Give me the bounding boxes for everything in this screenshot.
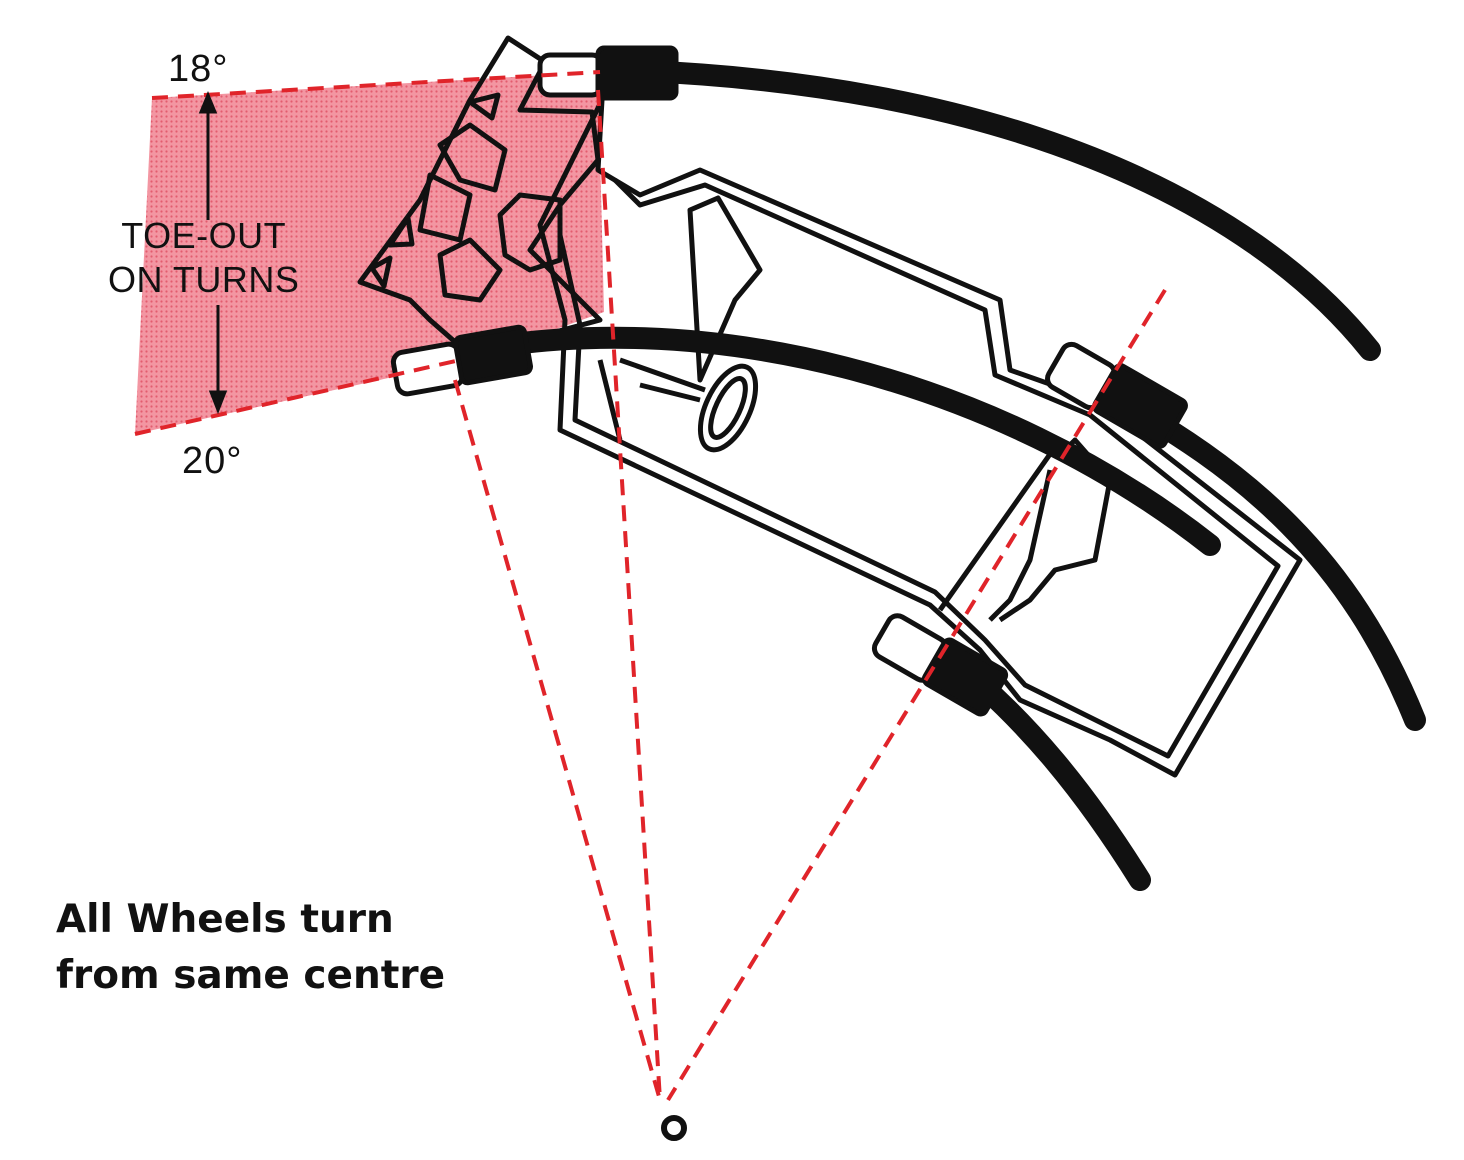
angle-label-20: 20° [182, 440, 243, 482]
radius-line-rear [666, 288, 1167, 1102]
radius-line-front-inner [453, 379, 662, 1101]
radius-line-front-outer [596, 89, 662, 1101]
toe-out-label: TOE-OUT ON TURNS [108, 214, 299, 302]
toe-out-line-2: ON TURNS [108, 259, 300, 300]
front-inner-wheel-arc [439, 326, 1221, 556]
caption: All Wheels turn from same centre [56, 892, 445, 1004]
red-dashed-lines [134, 70, 1167, 1102]
caption-line-2: from same centre [56, 953, 446, 998]
steering-knuckle-bracket [357, 35, 603, 358]
angle-line-top [151, 70, 601, 100]
circle-icon [661, 1115, 687, 1141]
toe-out-line-1: TOE-OUT [121, 215, 287, 256]
angle-label-18: 18° [168, 48, 229, 90]
angle-line-bottom [134, 358, 461, 436]
front-outer-wheel-arc [599, 59, 1381, 361]
rear-outer-wheel [1045, 341, 1188, 449]
wheels [390, 45, 1188, 717]
front-outer-wheel [537, 45, 679, 101]
caption-line-1: All Wheels turn [56, 897, 394, 942]
steering-wheel-icon [597, 357, 759, 453]
toe-out-arrow [198, 91, 228, 415]
rear-inner-wheel [871, 613, 1009, 717]
